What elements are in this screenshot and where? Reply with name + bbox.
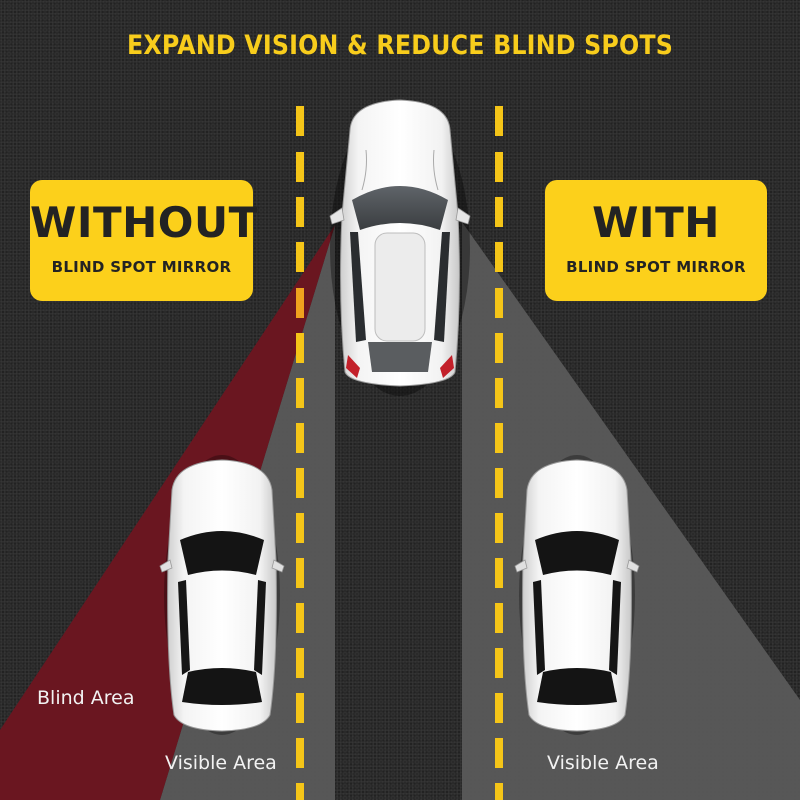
- with-heading: WITH: [592, 198, 720, 247]
- with-subheading: BLIND SPOT MIRROR: [566, 258, 746, 276]
- with-mirror-badge: WITH BLIND SPOT MIRROR: [545, 180, 767, 301]
- page-title: EXPAND VISION & REDUCE BLIND SPOTS: [126, 30, 674, 61]
- left-blind-area: [0, 225, 335, 800]
- right-visible-area: [462, 222, 800, 800]
- sedan-right-top-view-icon: [514, 455, 640, 735]
- sedan-left-top-view-icon: [159, 455, 285, 735]
- lane-line-right: [495, 106, 503, 800]
- visible-area-right-label: Visible Area: [547, 752, 659, 774]
- lane-line-left: [296, 106, 304, 800]
- blind-area-label: Blind Area: [37, 687, 135, 709]
- without-mirror-badge: WITHOUT BLIND SPOT MIRROR: [30, 180, 258, 301]
- visible-area-left-label: Visible Area: [165, 752, 277, 774]
- suv-top-view-icon: [329, 99, 471, 396]
- without-subheading: BLIND SPOT MIRROR: [51, 258, 232, 276]
- without-heading: WITHOUT: [30, 198, 258, 247]
